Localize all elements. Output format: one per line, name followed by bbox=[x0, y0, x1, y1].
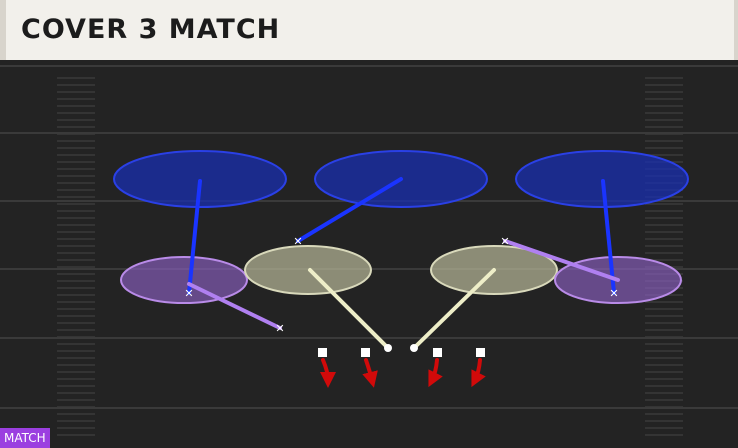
receiver-marker bbox=[361, 348, 370, 357]
flat-left-zone bbox=[120, 256, 248, 304]
defender-marker: ✕ bbox=[609, 287, 618, 300]
route-arrow bbox=[471, 358, 486, 388]
defenders: ✕ ✕ ✕ ✕ ✕ bbox=[184, 235, 619, 352]
defender-marker: ✕ bbox=[184, 287, 193, 300]
receiver-marker bbox=[318, 348, 327, 357]
defender-dot bbox=[410, 344, 418, 352]
deep-right-zone bbox=[515, 150, 689, 208]
title-bar: COVER 3 MATCH bbox=[0, 0, 738, 60]
right-hook-drop bbox=[412, 268, 496, 350]
deep-left-zone bbox=[113, 150, 287, 208]
page-title: COVER 3 MATCH bbox=[21, 14, 281, 45]
right-flat-drop bbox=[503, 239, 620, 282]
receiver-marker bbox=[476, 348, 485, 357]
defender-dot bbox=[384, 344, 392, 352]
route-arrow bbox=[319, 358, 336, 388]
routes bbox=[319, 358, 486, 388]
right-corner-drop bbox=[601, 179, 616, 295]
football-field: ✕ ✕ ✕ ✕ ✕ bbox=[0, 60, 738, 448]
receiver-marker bbox=[433, 348, 442, 357]
left-corner-drop bbox=[187, 179, 202, 295]
route-arrow bbox=[428, 358, 443, 388]
field-surface bbox=[0, 60, 738, 448]
defender-drops bbox=[187, 177, 620, 350]
route-arrow bbox=[362, 358, 378, 388]
defender-marker: ✕ bbox=[293, 235, 302, 248]
defender-marker: ✕ bbox=[500, 235, 509, 248]
underneath-zones bbox=[120, 245, 682, 304]
defender-marker: ✕ bbox=[275, 322, 284, 335]
receivers bbox=[318, 348, 485, 357]
match-badge: MATCH bbox=[0, 428, 50, 448]
free-safety-drop bbox=[296, 177, 403, 243]
left-hook-drop bbox=[308, 268, 390, 350]
left-flat-drop bbox=[187, 282, 282, 330]
